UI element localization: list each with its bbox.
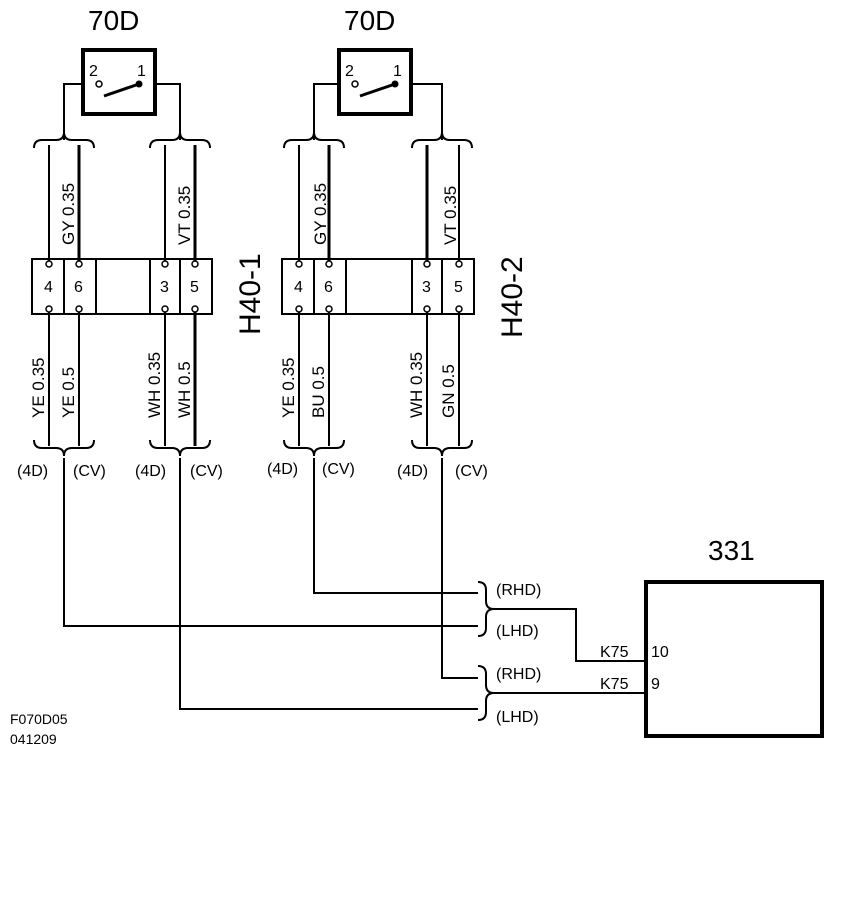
module-wire-code: K75 — [600, 644, 629, 661]
connector-pin: 4 — [44, 279, 53, 296]
module-331: 331 K75 10 K75 9 — [600, 535, 824, 738]
switch-lead — [313, 83, 339, 140]
connector-pin: 3 — [422, 279, 431, 296]
variant-label: (4D) — [397, 463, 428, 480]
wire-label: GY 0.35 — [311, 183, 330, 245]
variant-label: (4D) — [135, 463, 166, 480]
variant-labels: (4D) (CV) (4D) (CV) (4D) (CV) (4D) (CV) — [17, 461, 488, 480]
routing-wires — [63, 458, 478, 710]
switch-lead — [63, 83, 83, 140]
switch-label: 70D — [344, 5, 395, 36]
wire-label: WH 0.5 — [175, 361, 194, 418]
connector-h40-2: 4 6 3 5 H40-2 — [281, 256, 529, 338]
module-wire-code: K75 — [600, 676, 629, 693]
switch-lever — [103, 82, 140, 98]
connector-body — [281, 258, 475, 315]
top-wires-h40-2: GY 0.35 VT 0.35 — [298, 145, 460, 262]
variant-label: (CV) — [190, 463, 223, 480]
wire-label: GN 0.5 — [439, 364, 458, 418]
switch-pin-label: 1 — [393, 63, 402, 80]
wire-label: WH 0.35 — [145, 352, 164, 418]
connector-body — [31, 258, 213, 315]
connector-pin: 3 — [160, 279, 169, 296]
drive-label: (LHD) — [496, 709, 539, 726]
switch-70d-left: 70D 2 1 — [63, 5, 181, 140]
variant-label: (CV) — [73, 463, 106, 480]
bottom-wires-h40-1: YE 0.35 YE 0.5 WH 0.35 WH 0.5 — [29, 312, 197, 446]
connector-pin: 6 — [74, 279, 83, 296]
switch-pin-label: 2 — [345, 63, 354, 80]
wire-label: YE 0.35 — [279, 358, 298, 419]
module-label: 331 — [708, 535, 755, 566]
braces-bottom — [33, 439, 473, 457]
wire-lhd-upper — [63, 458, 478, 627]
wire-label: YE 0.5 — [59, 367, 78, 418]
connector-pin: 5 — [454, 279, 463, 296]
wire-label: VT 0.35 — [441, 186, 460, 245]
connector-pin: 6 — [324, 279, 333, 296]
drive-braces: (RHD) (LHD) (RHD) (LHD) — [477, 581, 646, 726]
wire-label: VT 0.35 — [175, 186, 194, 245]
wire-label: GY 0.35 — [59, 183, 78, 245]
drive-label: (RHD) — [496, 582, 541, 599]
module-body — [644, 580, 824, 738]
switch-70d-right: 70D 2 1 — [313, 5, 443, 140]
connector-label: H40-2 — [496, 256, 529, 338]
switch-body — [337, 48, 413, 116]
top-wires-h40-1: GY 0.35 VT 0.35 — [48, 145, 197, 262]
figure-code: F070D05 041209 — [10, 711, 68, 747]
drive-label: (RHD) — [496, 666, 541, 683]
wire-rhd-upper — [313, 458, 478, 594]
module-pin-number: 10 — [651, 644, 669, 661]
bottom-wires-h40-2: YE 0.35 BU 0.5 WH 0.35 GN 0.5 — [279, 312, 460, 446]
switch-pin-label: 1 — [137, 63, 146, 80]
switch-lever — [359, 82, 396, 98]
connector-pin: 5 — [190, 279, 199, 296]
wire-rhd-lower — [441, 458, 478, 679]
figure-code-line: 041209 — [10, 731, 57, 747]
wire-label: YE 0.35 — [29, 358, 48, 419]
wire-label: BU 0.5 — [309, 366, 328, 418]
switch-contact-open — [95, 80, 103, 88]
switch-pin-label: 2 — [89, 63, 98, 80]
module-pin-number: 9 — [651, 676, 660, 693]
connector-label: H40-1 — [234, 253, 267, 335]
variant-label: (CV) — [455, 463, 488, 480]
switch-lead — [411, 83, 443, 140]
drive-label: (LHD) — [496, 623, 539, 640]
wire-lhd-lower — [179, 458, 478, 710]
wire-label: WH 0.35 — [407, 352, 426, 418]
wire-k75-10 — [494, 608, 646, 662]
braces-top — [33, 131, 473, 149]
figure-code-line: F070D05 — [10, 711, 68, 727]
connector-h40-1: 4 6 3 5 H40-1 — [31, 253, 267, 335]
variant-label: (CV) — [322, 461, 355, 478]
switch-body — [81, 48, 157, 116]
switch-lead — [155, 83, 181, 140]
switch-contact-open — [351, 80, 359, 88]
connector-pin: 4 — [294, 279, 303, 296]
switch-label: 70D — [88, 5, 139, 36]
variant-label: (4D) — [17, 463, 48, 480]
variant-label: (4D) — [267, 461, 298, 478]
